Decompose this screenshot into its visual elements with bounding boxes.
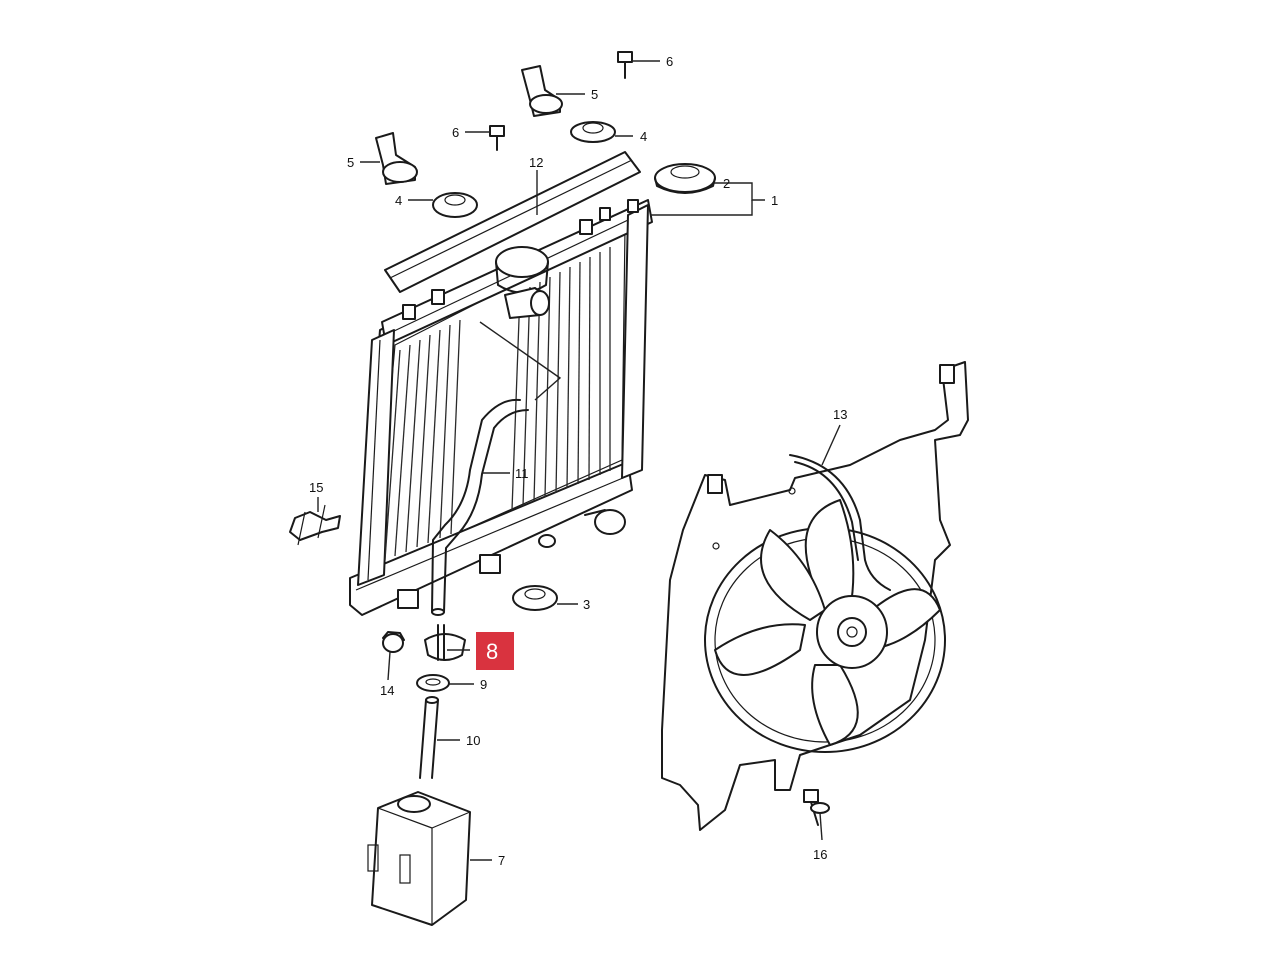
callout-2: 2 (723, 176, 730, 191)
callout-13: 13 (833, 407, 847, 422)
upper-seal-strip (384, 151, 641, 293)
grommet-lower (432, 192, 478, 218)
radiator (349, 199, 653, 616)
reservoir-tube (419, 696, 439, 779)
callout-8-highlight (476, 632, 514, 670)
callout-1: 1 (771, 193, 778, 208)
callout-6-lower: 6 (452, 125, 459, 140)
callout-4-lower: 4 (395, 193, 402, 208)
callout-5-lower: 5 (347, 155, 354, 170)
callout-9: 9 (480, 677, 487, 692)
bolt-upper (617, 51, 633, 79)
callout-7: 7 (498, 853, 505, 868)
callout-10: 10 (466, 733, 480, 748)
callout-15: 15 (309, 480, 323, 495)
grommet-upper (570, 121, 616, 143)
bracket-lower (375, 132, 418, 185)
fan-shroud (661, 361, 969, 831)
reservoir-tank (367, 791, 471, 926)
hose-clamp-14 (382, 631, 405, 653)
leader-lines (317, 60, 841, 861)
radiator-fins (384, 247, 611, 561)
bolt-lower (489, 125, 505, 151)
hose-clip-15 (289, 504, 341, 546)
callout-12: 12 (529, 155, 543, 170)
callout-6-upper: 6 (666, 54, 673, 69)
callout-4-upper: 4 (640, 129, 647, 144)
radiator-cap (654, 163, 716, 194)
bracket-upper (521, 65, 563, 117)
reservoir-cap (424, 624, 466, 661)
overflow-hose (431, 398, 529, 616)
callout-14: 14 (380, 683, 394, 698)
bolt-16 (803, 789, 830, 826)
seal-washer (416, 674, 450, 692)
callout-11: 11 (515, 466, 529, 481)
callout-8: 8 (486, 639, 498, 664)
callout-labels: 1 2 3 4 4 5 5 6 6 7 8 9 10 11 12 13 14 1… (309, 54, 847, 868)
grommet-bottom (512, 585, 558, 611)
callout-5-upper: 5 (591, 87, 598, 102)
callout-3: 3 (583, 597, 590, 612)
callout-16: 16 (813, 847, 827, 862)
